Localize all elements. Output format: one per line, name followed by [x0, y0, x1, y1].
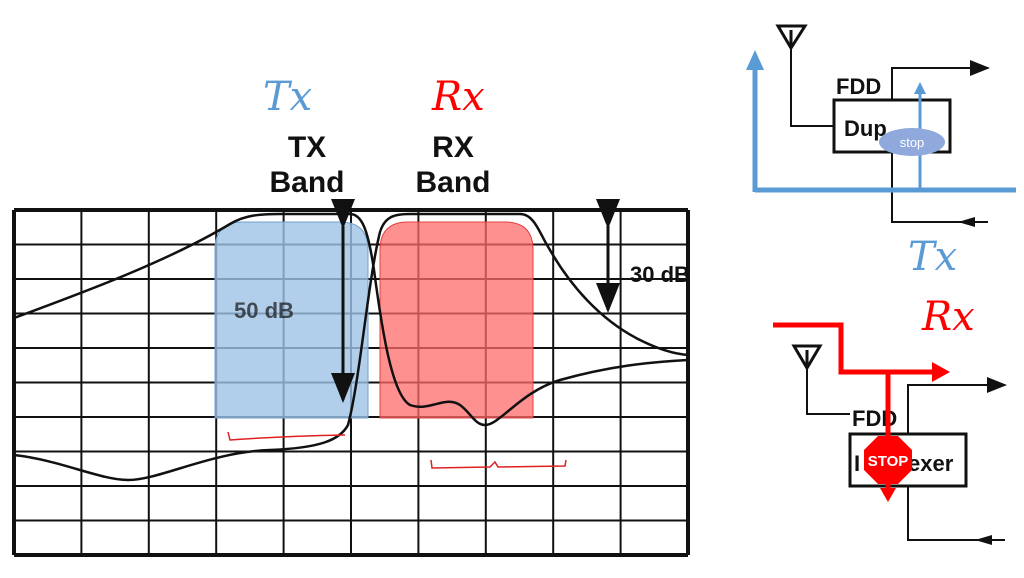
tx-filter-curve — [13, 212, 689, 427]
rx-path-label: Rx — [921, 294, 975, 340]
tx-band-label-line1: TX — [288, 131, 326, 164]
stop-oval — [879, 128, 945, 156]
rx-right-arrow-icon — [932, 362, 950, 382]
rx-duplexer-diagram: Rx FDD I exer STOP — [773, 294, 1007, 545]
duplexer-label: Dup — [844, 116, 887, 141]
tx-band-label-line2: Band — [270, 166, 345, 199]
rx-symbol: Rx — [431, 74, 485, 120]
rx-attenuation-label: 30 dB — [630, 262, 690, 287]
rx-bracket — [430, 459, 567, 469]
block-label-right: exer — [908, 451, 954, 476]
tx-attenuation-label: 50 dB — [234, 298, 294, 323]
block-label-left: I — [854, 451, 860, 476]
rx-band-highlight — [379, 221, 534, 419]
tx-duplexer-diagram: FDD Dup stop Tx — [746, 24, 1016, 280]
antenna-icon — [775, 24, 808, 51]
tx-bracket — [227, 431, 346, 441]
stop-sign-icon — [864, 436, 912, 484]
rx-filter-curve — [13, 212, 689, 482]
rx-band-label-line2: Band — [416, 166, 491, 199]
antenna-icon — [791, 344, 823, 371]
tx-path-label: Tx — [908, 234, 957, 280]
fdd-label: FDD — [836, 74, 881, 99]
rx-signal-path — [773, 322, 935, 375]
tx-symbol: Tx — [263, 74, 312, 120]
tx-up-arrow-icon — [746, 50, 764, 70]
stop-oval-label: stop — [900, 135, 925, 150]
rx-band-label-line1: RX — [432, 131, 474, 164]
stop-sign-label: STOP — [868, 453, 909, 470]
